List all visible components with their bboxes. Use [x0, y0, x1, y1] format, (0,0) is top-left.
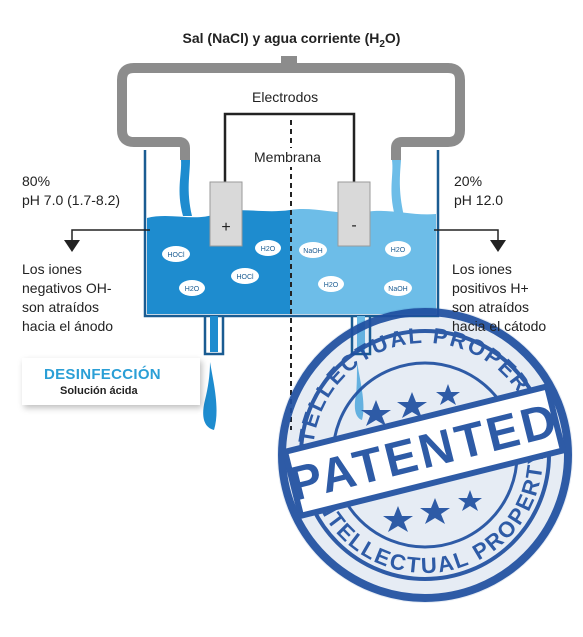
svg-text:H2O: H2O: [261, 246, 276, 253]
molecule-h2o: H2O: [179, 280, 205, 296]
svg-text:NaOH: NaOH: [303, 248, 322, 255]
acid-molecules: HOCl H2O HOCl H2O: [162, 240, 281, 296]
feed-pipe: [117, 56, 465, 160]
molecule-hocl: HOCl: [231, 268, 259, 284]
acid-outlet: [203, 316, 225, 430]
patented-stamp: INTELLECTUAL PROPERTY INTELLECTUAL PROPE…: [269, 298, 573, 603]
alkaline-output-arrow: [434, 229, 506, 252]
right-inflow-stream: [391, 160, 404, 216]
cathode-electrode: -: [337, 181, 371, 247]
alkaline-molecules: NaOH H2O H2O NaOH: [299, 241, 412, 296]
svg-text:HOCl: HOCl: [236, 274, 254, 281]
electrode-wire: [223, 112, 356, 182]
molecule-h2o: H2O: [255, 240, 281, 256]
acid-ph: pH 7.0 (1.7-8.2): [22, 192, 121, 208]
left-inflow-stream: [179, 160, 192, 216]
acid-output-arrow: [64, 229, 150, 252]
tank-wall: [143, 150, 440, 318]
molecule-naoh: NaOH: [299, 242, 327, 258]
diagram-title: Sal (NaCl) y agua corriente (H2O): [182, 30, 401, 50]
electrodes-label: Electrodos: [252, 89, 319, 105]
stamp-stars: [361, 384, 482, 532]
svg-text:H2O: H2O: [391, 247, 406, 254]
molecule-h2o: H2O: [385, 241, 411, 257]
svg-text:H2O: H2O: [324, 282, 339, 289]
svg-text:NaOH: NaOH: [388, 286, 407, 293]
cathode-sign: -: [351, 217, 356, 234]
svg-text:H2O: H2O: [185, 286, 200, 293]
molecule-h2o: H2O: [318, 276, 344, 292]
svg-text:HOCl: HOCl: [167, 252, 185, 259]
acid-percent: 80%: [22, 173, 51, 189]
disinfection-title: DESINFECCIÓN: [44, 366, 161, 383]
alkaline-percent: 20%: [454, 173, 483, 189]
disinfection-tag: DESINFECCIÓN Solución ácida: [22, 358, 200, 405]
disinfection-subtitle: Solución ácida: [60, 385, 138, 397]
molecule-naoh: NaOH: [384, 280, 412, 296]
alkaline-ph: pH 12.0: [454, 192, 504, 208]
molecule-hocl: HOCl: [162, 246, 190, 262]
anode-sign: +: [221, 219, 230, 236]
anode-electrode: +: [209, 181, 243, 247]
membrane-label: Membrana: [252, 148, 323, 167]
